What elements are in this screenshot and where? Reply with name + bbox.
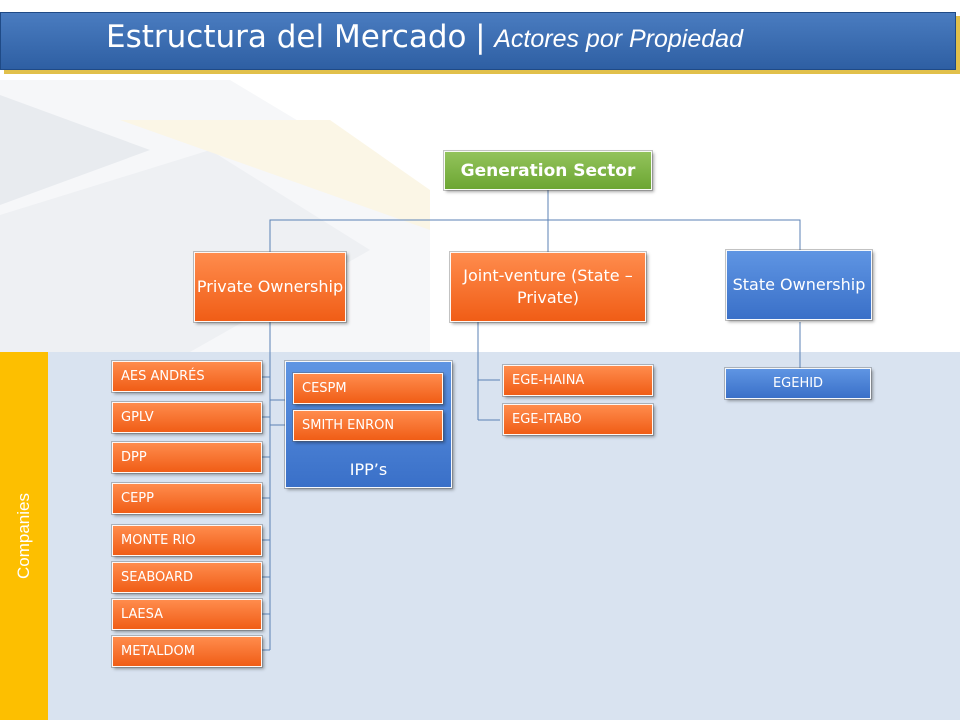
company-cepp: CEPP	[112, 483, 262, 514]
title-main: Estructura del Mercado	[106, 19, 467, 55]
company-smith-enron: SMITH ENRON	[293, 410, 443, 441]
companies-label: Companies	[14, 493, 33, 579]
company-aes-andres: AES ANDRÉS	[112, 361, 262, 392]
company-gplv: GPLV	[112, 402, 262, 433]
generation-sector-node: Generation Sector	[444, 151, 652, 190]
company-seaboard: SEABOARD	[112, 562, 262, 593]
state-ownership-node: State Ownership	[726, 250, 872, 320]
company-cespm: CESPM	[293, 373, 443, 404]
company-monte-rio: MONTE RIO	[112, 525, 262, 556]
company-ege-haina: EGE-HAINA	[503, 365, 653, 396]
company-ege-itabo: EGE-ITABO	[503, 404, 653, 435]
company-dpp: DPP	[112, 442, 262, 473]
ipps-label: IPP’s	[349, 460, 388, 479]
company-metaldom: METALDOM	[112, 636, 262, 667]
title-separator: |	[475, 19, 486, 55]
companies-tab	[0, 352, 48, 720]
company-egehid: EGEHID	[725, 368, 871, 399]
private-ownership-node: Private Ownership	[194, 252, 346, 322]
title-bar	[0, 12, 956, 70]
title-subtitle: Actores por Propiedad	[494, 25, 743, 53]
company-laesa: LAESA	[112, 599, 262, 630]
page-title: Estructura del Mercado | Actores por Pro…	[106, 19, 743, 55]
joint-venture-node: Joint-venture (State – Private)	[450, 252, 646, 322]
